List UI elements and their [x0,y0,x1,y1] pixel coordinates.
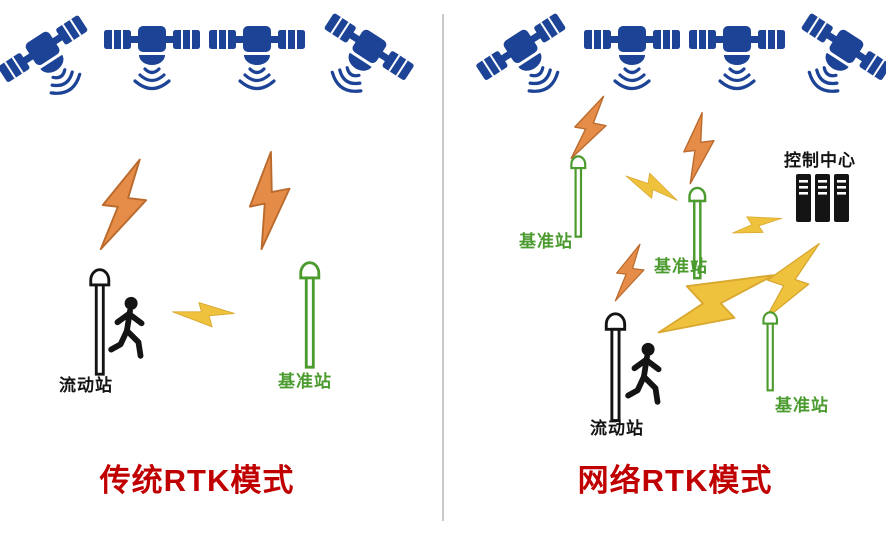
rover-antenna-icon [604,312,627,422]
base-antenna-icon [299,261,321,369]
satellite-icon [0,9,112,118]
lightning-bolt-orange-icon [611,240,649,306]
satellite-icon [207,24,307,91]
base-antenna-icon [570,155,587,238]
lightning-bolt-yellow-icon [728,201,784,247]
right-panel-title: 网络RTK模式 [577,463,773,498]
lightning-bolt-yellow-icon [171,295,237,335]
base-station-label: 基准站 [278,372,332,391]
satellite-icon [300,7,419,116]
satellite-icon [102,24,202,91]
server-rack-icon [796,174,849,222]
rover-station-label: 流动站 [590,419,644,438]
walking-person-icon [628,343,658,402]
left-panel-title: 传统RTK模式 [99,463,295,498]
base-station-label: 基准站 [654,257,708,276]
lightning-bolt-orange-icon [566,90,614,166]
lightning-bolt-orange-icon [94,153,154,257]
base-station-label: 基准站 [519,232,573,251]
satellite-icon [777,7,886,116]
satellite-icon [582,24,682,91]
rover-station-label: 流动站 [59,376,113,395]
base-antenna-icon [762,311,779,392]
satellite-icon [687,24,787,91]
walking-person-icon [111,297,141,356]
lightning-bolt-orange-icon [241,149,299,251]
lightning-bolt-orange-icon [680,111,718,185]
satellite-icon [471,7,590,116]
lightning-bolt-yellow-icon [622,168,682,204]
rover-antenna-icon [89,268,111,376]
base-station-label: 基准站 [775,396,829,415]
control-center-label: 控制中心 [784,151,856,170]
